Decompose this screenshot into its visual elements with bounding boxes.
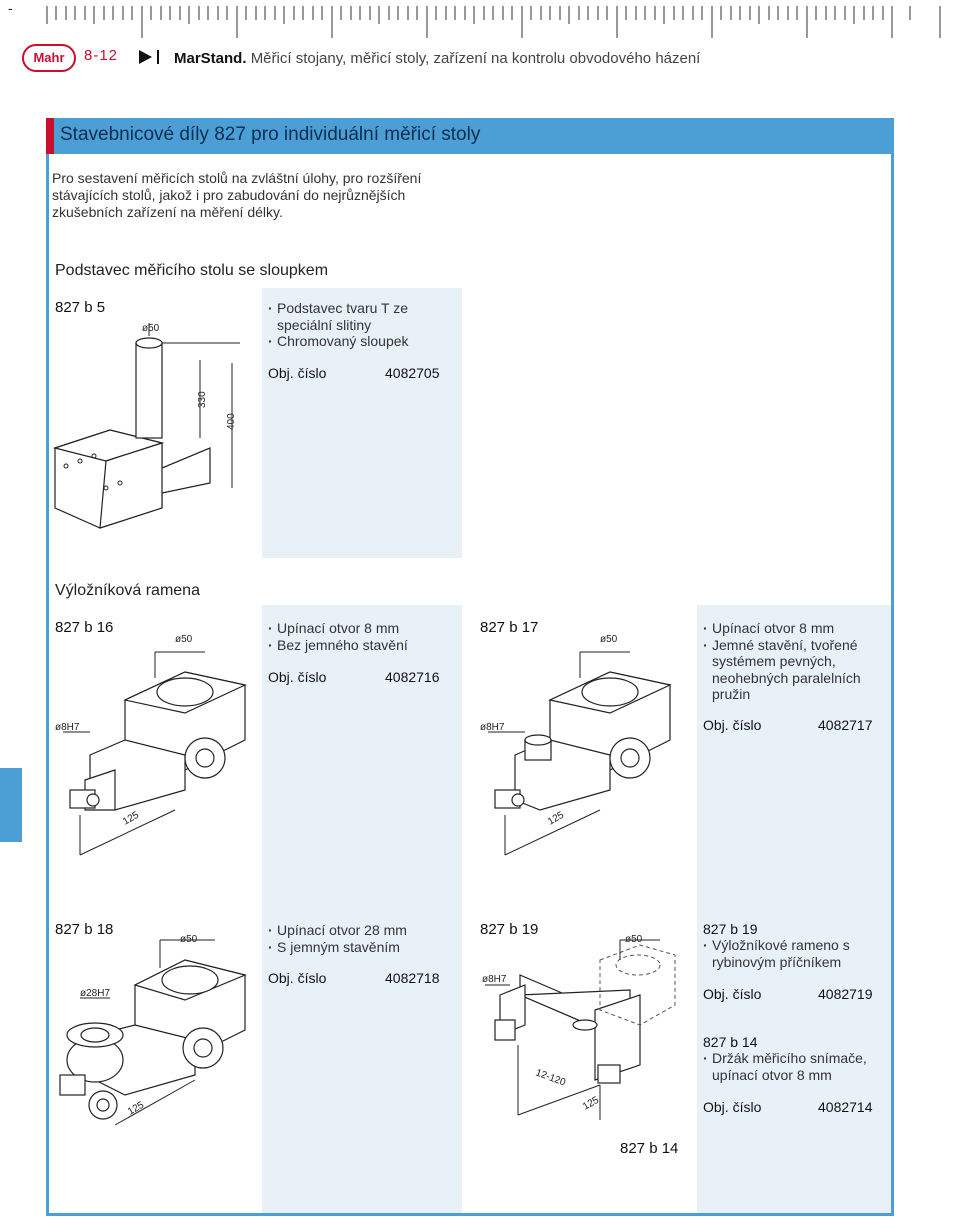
dim-hole: ø28H7 xyxy=(80,988,110,999)
feature-item: Jemné stavění, tvořené systémem pevných,… xyxy=(703,637,878,703)
header-subtitle: Měřicí stojany, měřicí stoly, zařízení n… xyxy=(250,50,701,67)
dim-length: 125 xyxy=(126,1100,146,1118)
feature-item: Upínací otvor 8 mm xyxy=(268,620,448,637)
title-band-accent xyxy=(46,118,54,154)
arm-features-b14: Držák měřicího snímače, upínací otvor 8 … xyxy=(703,1050,878,1083)
desc-code-b14: 827 b 14 xyxy=(703,1034,758,1050)
order-label: Obj. číslo xyxy=(268,669,327,685)
mahr-logo: Mahr xyxy=(22,44,76,72)
feature-item: Výložníkové rameno s rybinovým příčníkem xyxy=(703,937,878,970)
desc-code-b19: 827 b 19 xyxy=(703,921,758,937)
dim-hole: ø8H7 xyxy=(482,974,507,985)
dim-length: 125 xyxy=(546,810,566,828)
arm-drawing-b16: ø50 ø8H7 125 xyxy=(55,634,247,856)
feature-item: Podstavec tvaru T ze speciální slitiny xyxy=(268,300,448,333)
dim-height-330: 330 xyxy=(197,391,208,408)
arrow-bar-icon xyxy=(157,50,159,64)
arm-code-b18: 827 b 18 xyxy=(55,921,114,938)
order-number: 4082714 xyxy=(818,1099,873,1115)
shade-col-mid xyxy=(262,605,462,1213)
dim-hole: ø8H7 xyxy=(55,722,80,733)
arm-drawing-b18: ø50 ø28H7 125 xyxy=(59,934,247,1126)
arm-drawing-b17: ø50 ø8H7 125 xyxy=(480,634,672,856)
arm-code-b17: 827 b 17 xyxy=(480,619,539,636)
arm-features-b19: Výložníkové rameno s rybinovým příčníkem xyxy=(703,937,878,970)
feature-item: S jemným stavěním xyxy=(268,939,448,956)
intro-text: Pro sestavení měřicích stolů na zvláštní… xyxy=(52,170,422,220)
arm-features-b17: Upínací otvor 8 mm Jemné stavění, tvořen… xyxy=(703,620,878,703)
dim-diameter: ø50 xyxy=(142,323,160,334)
side-tab xyxy=(0,768,22,842)
arms-heading: Výložníková ramena xyxy=(55,582,200,599)
order-number: 4082716 xyxy=(385,669,440,685)
dim-range: 12-120 xyxy=(534,1067,567,1088)
order-label: Obj. číslo xyxy=(268,365,327,381)
order-number: 4082705 xyxy=(385,365,440,381)
dim-hole: ø8H7 xyxy=(480,722,505,733)
dim-length: 125 xyxy=(121,810,141,828)
arm-code-b19: 827 b 19 xyxy=(480,921,539,938)
order-number: 4082718 xyxy=(385,970,440,986)
order-label: Obj. číslo xyxy=(703,1099,762,1115)
callout-b14: 827 b 14 xyxy=(620,1140,679,1157)
base-features: Podstavec tvaru T ze speciální slitiny C… xyxy=(268,300,448,350)
arm-features-b18: Upínací otvor 28 mm S jemným stavěním xyxy=(268,922,448,955)
feature-item: Upínací otvor 28 mm xyxy=(268,922,448,939)
page-number: 8-12 xyxy=(84,47,119,64)
dim-diameter: ø50 xyxy=(180,934,198,945)
feature-item: Držák měřicího snímače, upínací otvor 8 … xyxy=(703,1050,878,1083)
title-band xyxy=(46,118,894,154)
dim-diameter: ø50 xyxy=(175,634,193,645)
top-ruler xyxy=(46,6,941,38)
base-heading: Podstavec měřicího stolu se sloupkem xyxy=(55,262,329,279)
brand-name: MarStand. xyxy=(174,50,247,67)
dim-diameter: ø50 xyxy=(600,634,618,645)
dim-length: 125 xyxy=(581,1095,601,1113)
arm-drawing-b19: ø50 ø8H7 12-120 125 xyxy=(482,934,676,1120)
base-drawing: ø50 330 400 xyxy=(52,323,240,529)
order-label: Obj. číslo xyxy=(703,717,762,733)
base-code: 827 b 5 xyxy=(55,299,106,316)
order-number: 4082719 xyxy=(818,986,873,1002)
feature-item: Chromovaný sloupek xyxy=(268,333,448,350)
top-mark: - xyxy=(8,0,13,16)
feature-item: Bez jemného stavění xyxy=(268,637,448,654)
play-arrow-icon xyxy=(139,50,152,64)
arm-features-b16: Upínací otvor 8 mm Bez jemného stavění xyxy=(268,620,448,653)
order-label: Obj. číslo xyxy=(703,986,762,1002)
header-title: MarStand. Měřicí stojany, měřicí stoly, … xyxy=(174,50,700,67)
shade-col-right xyxy=(697,605,893,1213)
section-title: Stavebnicové díly 827 pro individuální m… xyxy=(60,124,481,145)
feature-item: Upínací otvor 8 mm xyxy=(703,620,878,637)
dim-diameter: ø50 xyxy=(625,934,643,945)
dim-height-400: 400 xyxy=(226,413,237,430)
order-label: Obj. číslo xyxy=(268,970,327,986)
order-number: 4082717 xyxy=(818,717,873,733)
arm-code-b16: 827 b 16 xyxy=(55,619,114,636)
